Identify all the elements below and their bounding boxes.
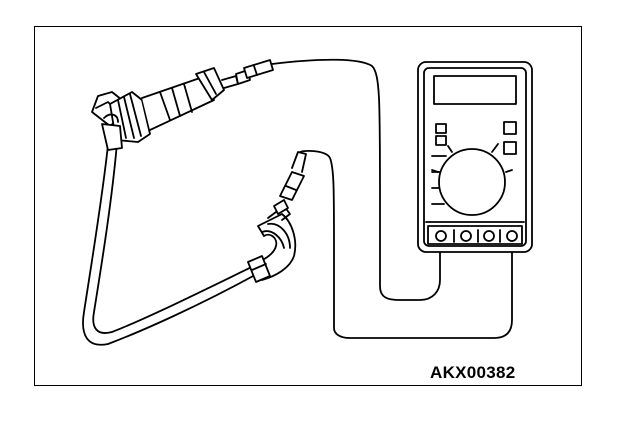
digital-multimeter-icon [417,61,533,253]
figure-code: AKX00382 [430,363,516,382]
high-tension-cable [82,142,263,346]
upper-test-probe [235,59,274,85]
lower-test-lead [299,150,513,339]
upper-test-lead [271,58,441,301]
diagram-frame [34,26,582,386]
ignition-coil-icon [91,67,239,151]
spark-plug-cap-icon [247,151,307,283]
